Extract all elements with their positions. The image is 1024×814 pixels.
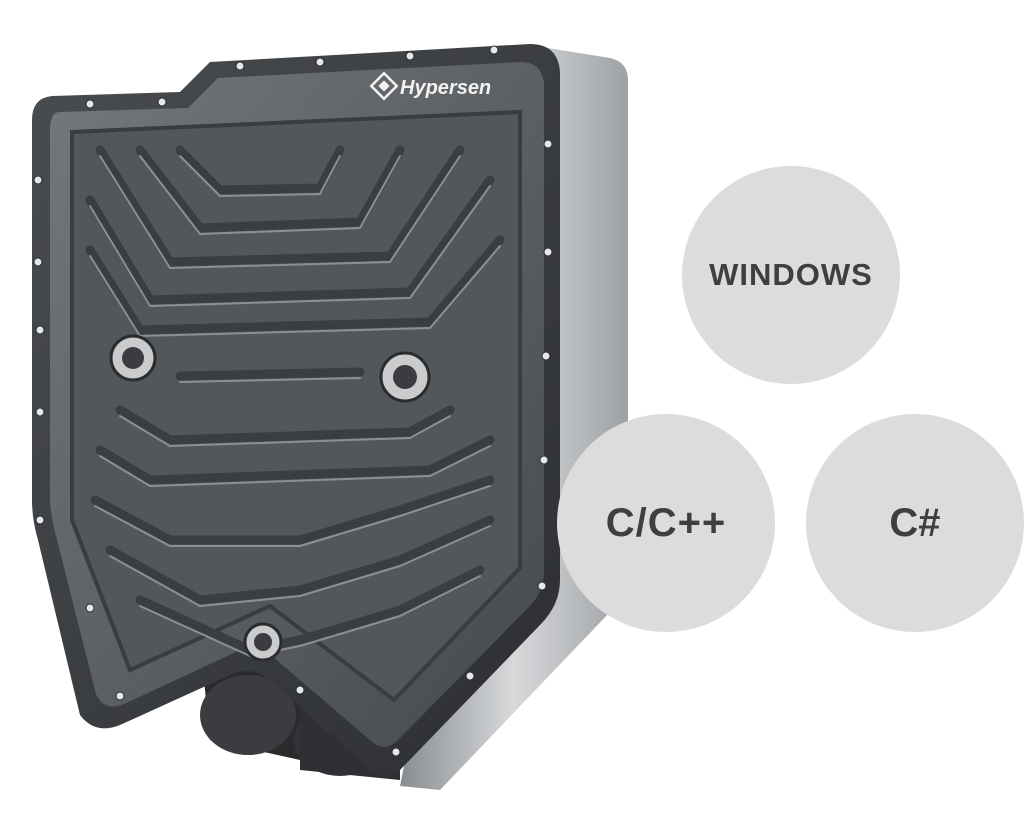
platform-label-cpp: C/C++ — [605, 500, 727, 545]
product-image: Hypersen — [32, 44, 628, 790]
groove-pattern — [85, 145, 505, 655]
platform-badge-windows: WINDOWS — [682, 166, 900, 384]
mounting-ring-right — [379, 351, 431, 403]
device-recess — [70, 109, 522, 703]
mounting-screw-icon — [33, 45, 553, 757]
hypersen-logo: Hypersen — [369, 71, 491, 101]
groove-highlights — [89, 155, 501, 657]
platform-badge-csharp: C# — [806, 414, 1024, 632]
sensor-device-illustration: Hypersen — [32, 44, 628, 790]
platform-badge-cpp: C/C++ — [557, 414, 775, 632]
platform-label-csharp: C# — [889, 500, 941, 545]
mounting-ring-bottom — [243, 622, 283, 662]
brand-logo-text: Hypersen — [400, 77, 491, 99]
platform-label-windows: WINDOWS — [709, 257, 873, 292]
mounting-ring-left — [109, 334, 157, 382]
